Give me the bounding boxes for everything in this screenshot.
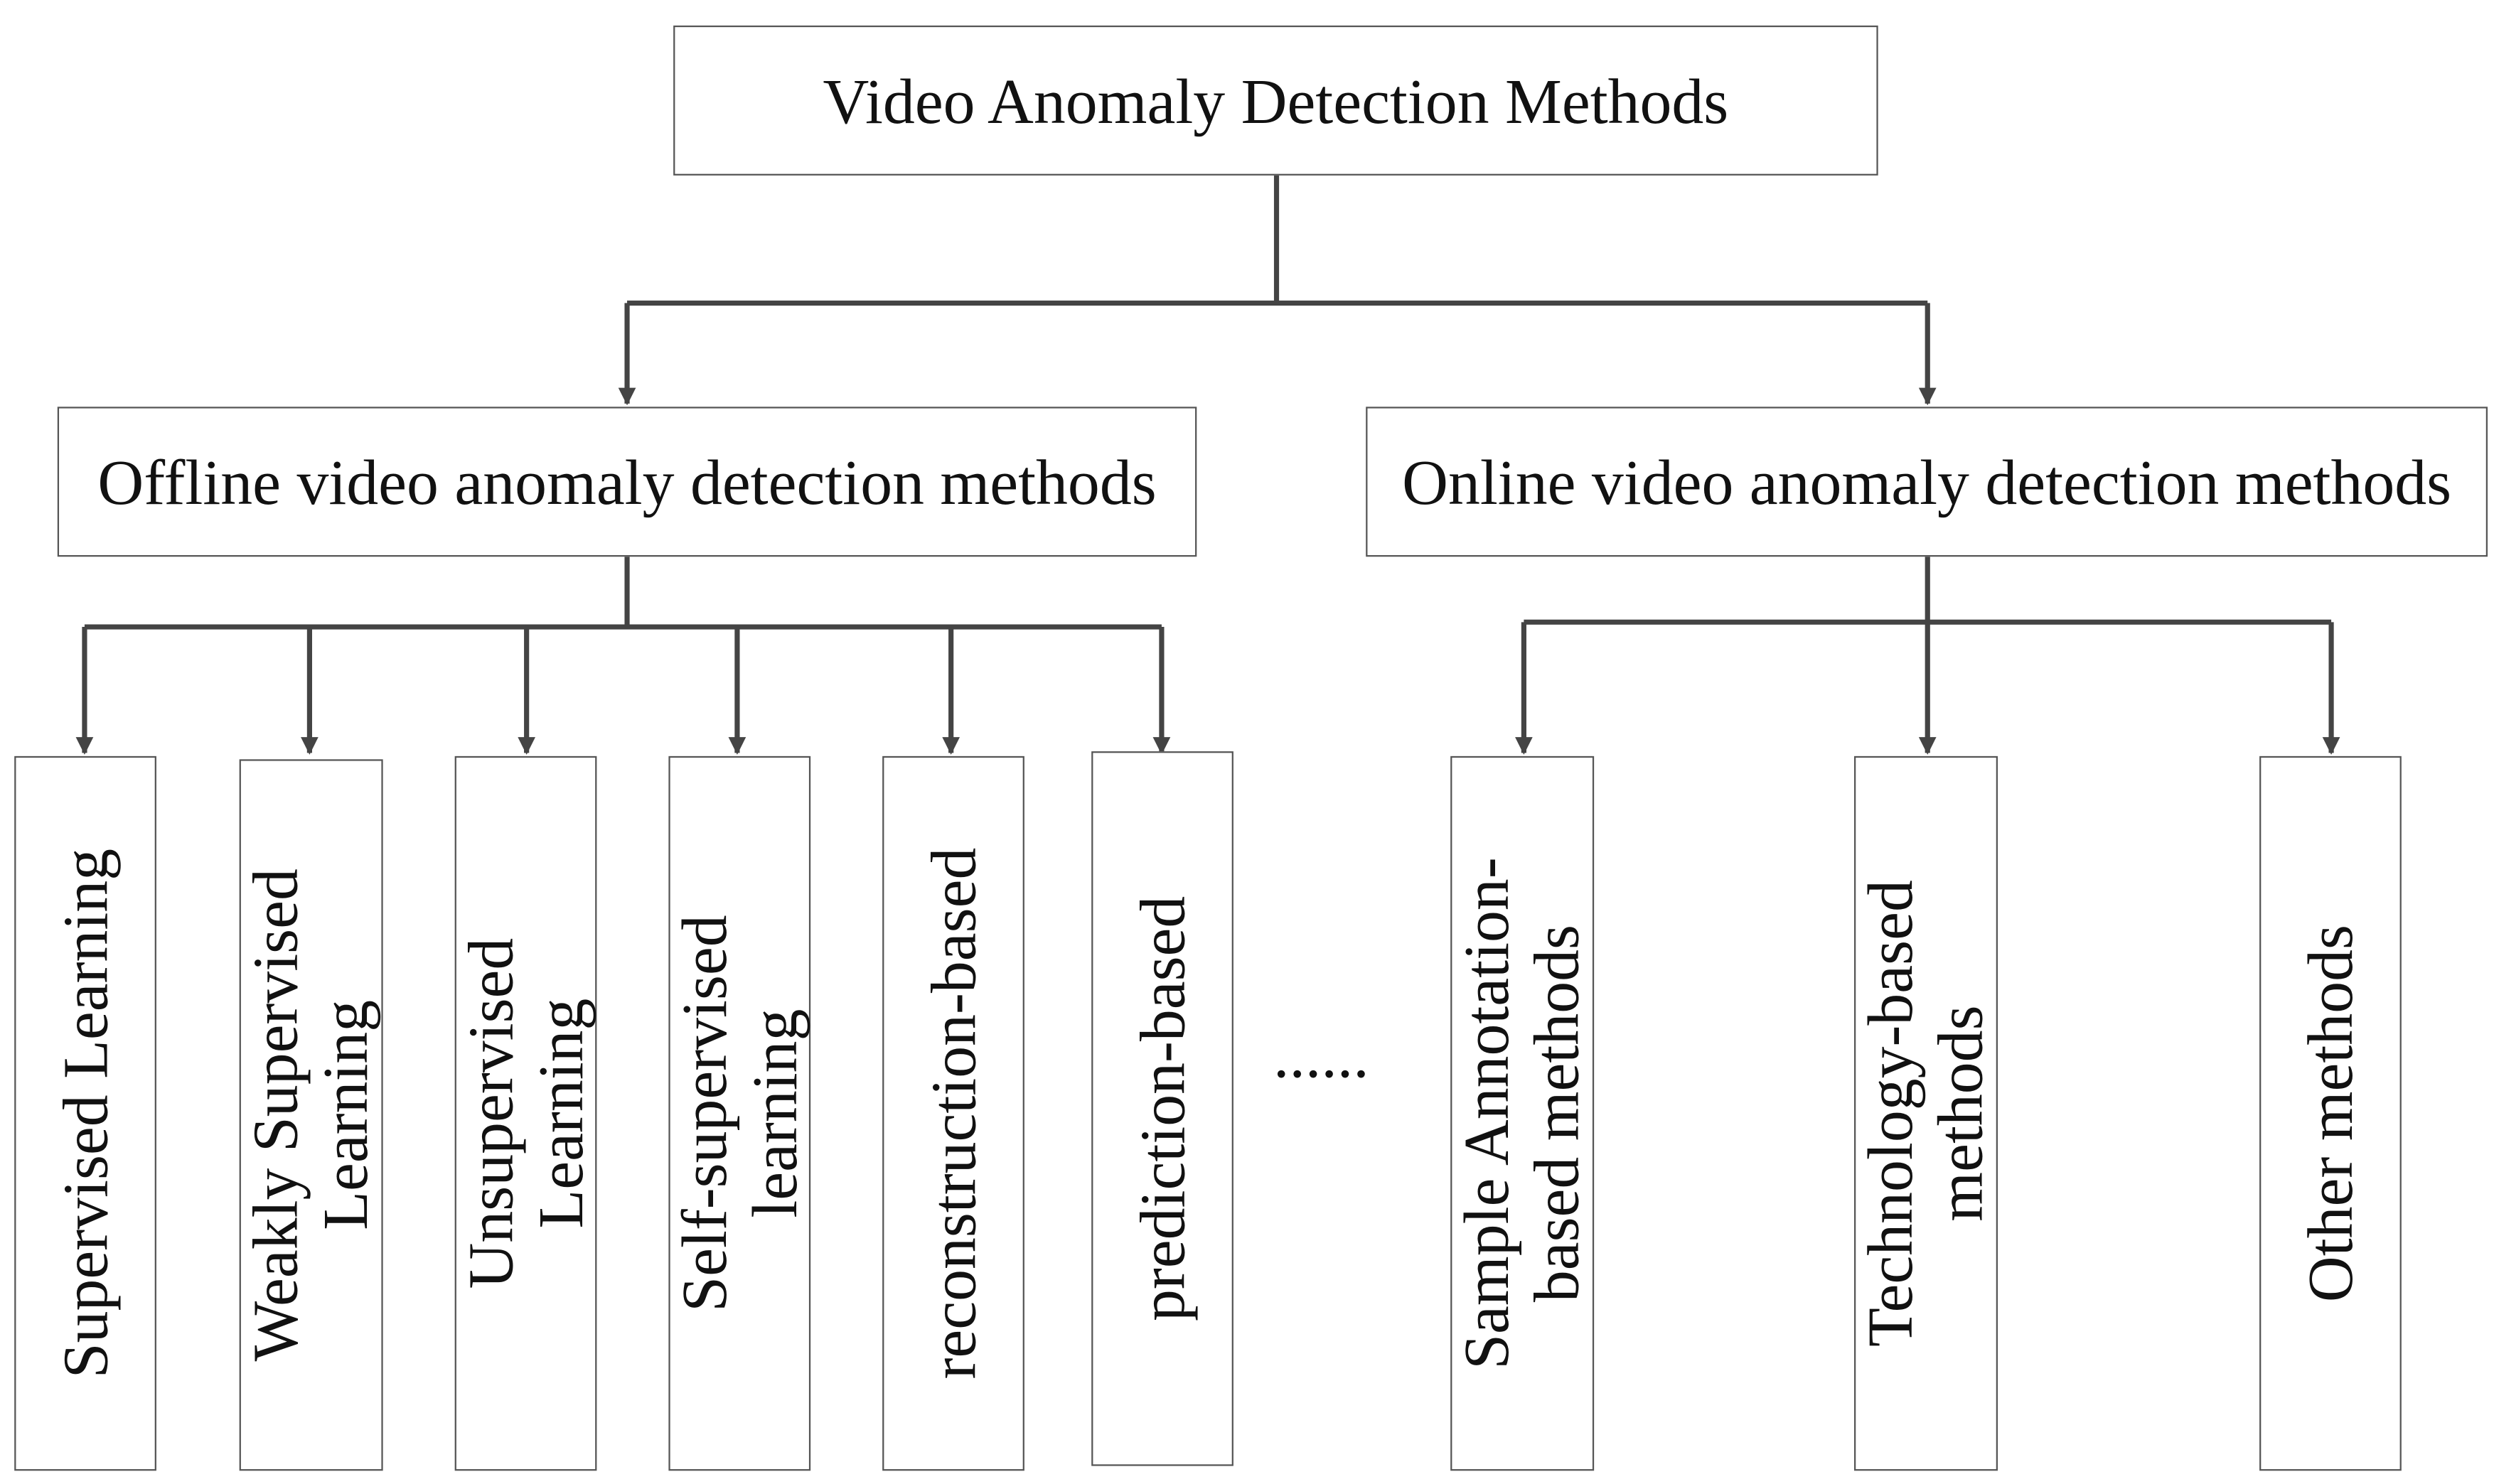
leaf-node-weakly-supervised: Weakly Supervised Learning — [239, 759, 383, 1471]
offline-methods-node: Offline video anomaly detection methods — [57, 407, 1197, 557]
leaf-node-prediction-based: prediction-based — [1091, 751, 1233, 1466]
leaf-node-supervised: Supervised Learning — [14, 756, 156, 1471]
leaf-label-technology-based: Technology-based methods — [1853, 880, 1996, 1348]
ellipsis-more-methods: ...... — [1273, 1019, 1369, 1092]
leaf-label-other-methods: Other methods — [2294, 925, 2366, 1303]
leaf-label-reconstruction-based: reconstruction-based — [916, 847, 989, 1380]
root-node-video-anomaly-detection-methods: Video Anomaly Detection Methods — [673, 25, 1878, 176]
leaf-label-supervised: Supervised Learning — [48, 848, 121, 1379]
online-methods-node: Online video anomaly detection methods — [1366, 407, 2488, 557]
leaf-label-sample-annotation: Sample Annotation- based methods — [1450, 857, 1593, 1370]
leaf-label-weakly-supervised: Weakly Supervised Learning — [239, 869, 382, 1362]
leaf-label-self-supervised: Self-supervised learning — [668, 915, 810, 1312]
leaf-node-reconstruction-based: reconstruction-based — [882, 756, 1024, 1471]
online-methods-label: Online video anomaly detection methods — [1402, 446, 2452, 518]
leaf-node-other-methods: Other methods — [2259, 756, 2402, 1471]
leaf-node-sample-annotation: Sample Annotation- based methods — [1450, 756, 1595, 1471]
leaf-label-prediction-based: prediction-based — [1125, 896, 1198, 1321]
offline-methods-label: Offline video anomaly detection methods — [97, 446, 1157, 518]
root-node-label: Video Anomaly Detection Methods — [823, 64, 1729, 136]
leaf-node-self-supervised: Self-supervised learning — [668, 756, 811, 1471]
leaf-label-unsupervised: Unsupervised Learning — [454, 937, 596, 1289]
leaf-node-technology-based: Technology-based methods — [1853, 756, 1998, 1471]
leaf-node-unsupervised: Unsupervised Learning — [454, 756, 597, 1471]
